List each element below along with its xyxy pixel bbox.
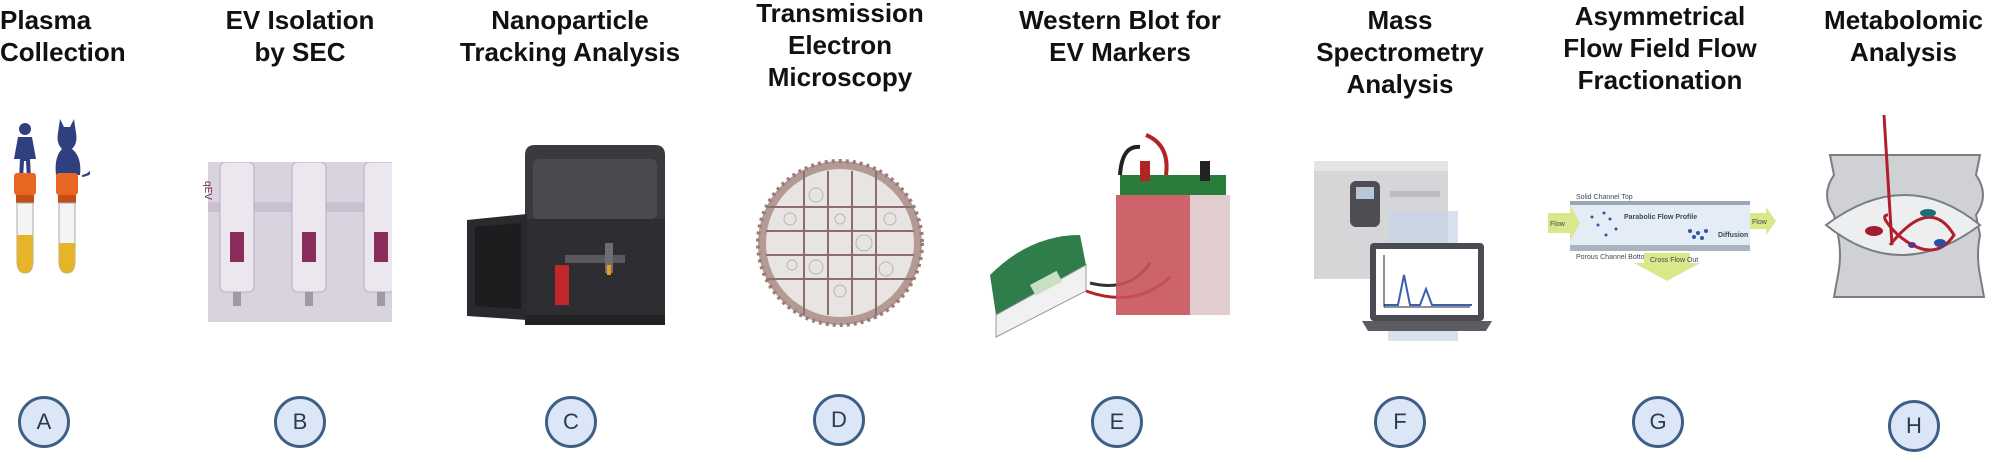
title-line: Analysis — [1346, 69, 1454, 99]
title-line: Mass — [1367, 5, 1433, 35]
af4-label-cross-flow: Cross Flow Out — [1650, 257, 1698, 264]
title-line: Metabolomic — [1824, 5, 1983, 35]
step-e: Western Blot for EV Markers E — [990, 0, 1250, 462]
sec-column-icon — [219, 162, 255, 306]
title-line: Transmission — [756, 0, 924, 28]
step-h-badge: H — [1888, 400, 1940, 452]
step-f: Mass Spectrometry Analysis F — [1280, 0, 1520, 462]
step-a-title: Plasma Collection — [0, 4, 126, 68]
step-d: Transmission Electron Microscopy — [720, 0, 960, 462]
title-line: Plasma — [0, 5, 92, 35]
step-b-badge: B — [274, 396, 326, 448]
af4-channel-diagram: Solid Channel Top Flow Flow Parabolic Fl… — [1540, 115, 1780, 355]
tem-grid-illustration — [720, 115, 960, 355]
title-line: Collection — [0, 37, 126, 67]
metabolomic-illustration — [1800, 115, 2007, 355]
step-g-badge: G — [1632, 396, 1684, 448]
title-line: by SEC — [254, 37, 346, 67]
power-supply-icon — [990, 235, 1087, 338]
step-b: EV Isolation by SEC B — [180, 0, 420, 462]
step-a: Plasma Collection — [0, 0, 126, 462]
step-f-badge: F — [1374, 396, 1426, 448]
step-c-title: Nanoparticle Tracking Analysis — [450, 4, 690, 68]
step-h-title: Metabolomic Analysis — [1800, 4, 2007, 68]
af4-label-bottom: Porous Channel Bottom — [1576, 254, 1650, 261]
title-line: Nanoparticle — [491, 5, 649, 35]
step-g-title: Asymmetrical Flow Field Flow Fractionati… — [1540, 0, 1780, 96]
laptop-icon — [1362, 243, 1492, 331]
title-line: Flow Field Flow — [1563, 33, 1757, 63]
blood-tube-icon — [56, 173, 78, 274]
af4-label-diffusion: Diffusion — [1718, 232, 1748, 239]
step-e-badge: E — [1091, 396, 1143, 448]
step-a-badge: A — [18, 396, 70, 448]
title-line: Electron — [787, 30, 893, 60]
electrophoresis-tank-icon — [1116, 161, 1230, 315]
af4-label-channel-top: Solid Channel Top — [1576, 194, 1633, 201]
title-line: Fractionation — [1577, 65, 1743, 95]
af4-label-flow-in: Flow — [1550, 221, 1566, 228]
step-f-title: Mass Spectrometry Analysis — [1280, 4, 1520, 100]
title-line: Spectrometry — [1316, 37, 1484, 67]
step-c-badge: C — [545, 396, 597, 448]
woman-icon — [14, 123, 36, 179]
sec-column-icon — [291, 162, 327, 306]
title-line: Tracking Analysis — [459, 37, 681, 67]
title-line: EV Isolation — [225, 5, 375, 35]
title-line: Western Blot for — [1019, 5, 1221, 35]
step-d-title: Transmission Electron Microscopy — [720, 0, 960, 93]
title-line: EV Markers — [1049, 37, 1191, 67]
plasma-collection-illustration — [0, 115, 90, 355]
step-e-title: Western Blot for EV Markers — [990, 4, 1250, 68]
title-line: Microscopy — [767, 62, 913, 92]
sec-columns-photo — [180, 115, 420, 355]
step-h: Metabolomic Analysis H — [1800, 0, 2007, 462]
step-d-badge: D — [813, 394, 865, 446]
mass-spectrometer-illustration — [1280, 115, 1520, 355]
blood-tube-icon — [14, 173, 36, 274]
sec-column-icon — [363, 162, 392, 306]
af4-label-profile: Parabolic Flow Profile — [1624, 214, 1697, 221]
cat-icon — [55, 119, 90, 177]
af4-label-flow-out: Flow — [1752, 219, 1768, 226]
nta-instrument-illustration — [450, 115, 690, 355]
title-line: Asymmetrical — [1574, 1, 1746, 31]
step-c: Nanoparticle Tracking Analysis C — [450, 0, 690, 462]
title-line: Analysis — [1850, 37, 1957, 67]
step-g: Asymmetrical Flow Field Flow Fractionati… — [1540, 0, 1780, 462]
western-blot-apparatus-illustration — [990, 115, 1250, 355]
sec-column-label: qEV — [201, 181, 213, 200]
step-b-title: EV Isolation by SEC — [180, 4, 420, 68]
